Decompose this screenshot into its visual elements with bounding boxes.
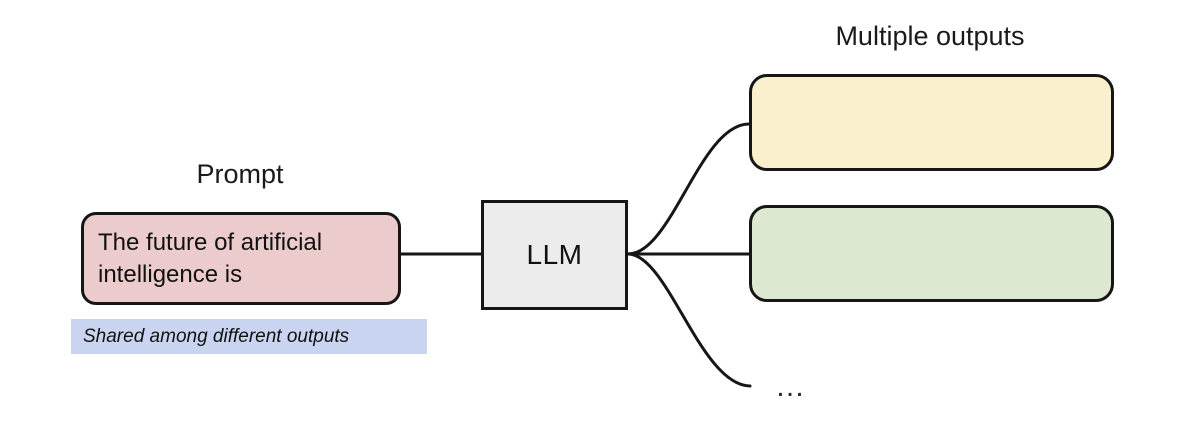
output-box-2[interactable] xyxy=(749,205,1114,302)
edge-llm-to-output-1 xyxy=(626,122,751,256)
prompt-section-label: Prompt xyxy=(196,159,284,189)
prompt-text: The future of artificial intelligence is xyxy=(98,229,323,288)
output-box-1[interactable] xyxy=(749,74,1114,171)
shared-among-outputs-band: Shared among different outputs xyxy=(71,319,427,354)
edge-llm-to-more-outputs xyxy=(626,252,752,388)
llm-box[interactable]: LLM xyxy=(481,200,628,310)
shared-among-outputs-text: Shared among different outputs xyxy=(83,325,350,347)
more-outputs-ellipsis: … xyxy=(775,370,807,403)
llm-label: LLM xyxy=(526,239,583,270)
outputs-section-label: Multiple outputs xyxy=(835,21,1025,51)
prompt-box[interactable]: The future of artificial intelligence is xyxy=(81,212,401,305)
